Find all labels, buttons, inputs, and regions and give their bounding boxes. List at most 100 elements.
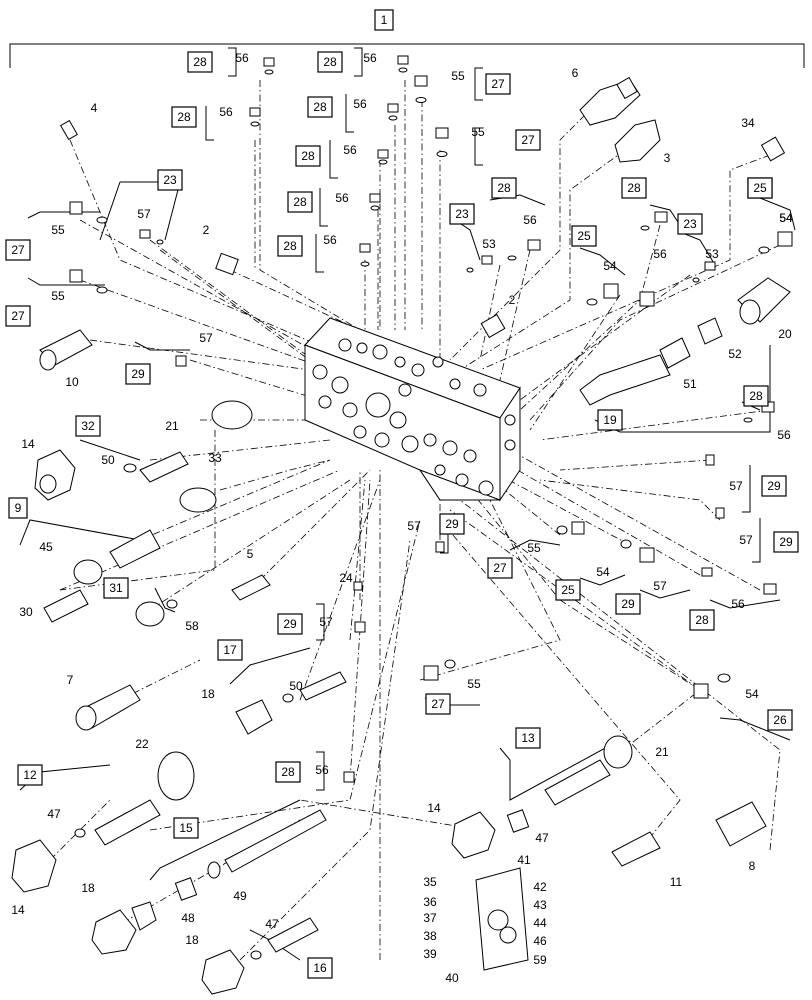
callout-number: 18 xyxy=(201,687,215,701)
callout-p32: 32 xyxy=(75,415,101,437)
callout-number: 14 xyxy=(427,801,441,815)
callout-p40: 40 xyxy=(445,971,459,985)
plate-33 xyxy=(179,487,217,513)
callout-p21b: 21 xyxy=(655,745,669,759)
callout-p2a: 2 xyxy=(203,223,210,237)
fitting-53-b xyxy=(692,261,716,283)
callout-p12: 12 xyxy=(17,764,43,786)
callout-p22: 22 xyxy=(135,737,149,751)
callout-number: 56 xyxy=(523,213,537,227)
coil-14-c xyxy=(11,839,57,893)
callout-number: 51 xyxy=(683,377,697,391)
callout-number: 55 xyxy=(471,125,485,139)
callout-p47c: 47 xyxy=(265,917,279,931)
plate-21 xyxy=(211,400,253,430)
callout-p47b: 47 xyxy=(535,831,549,845)
callout-box xyxy=(621,177,647,199)
callout-number: 45 xyxy=(39,540,53,554)
callout-p17: 17 xyxy=(217,639,243,661)
callout-number: 56 xyxy=(219,105,233,119)
callout-number: 55 xyxy=(51,223,65,237)
valve-manifold-block xyxy=(304,317,521,502)
callout-p53b: 53 xyxy=(705,247,719,261)
callout-p28f: 28 xyxy=(287,191,313,213)
callout-number: 57 xyxy=(739,533,753,547)
callout-p8: 8 xyxy=(749,859,756,873)
callout-number: 47 xyxy=(265,917,279,931)
callout-number: 34 xyxy=(741,116,755,130)
callout-p16: 16 xyxy=(307,957,333,979)
callout-p4: 4 xyxy=(91,101,98,115)
callout-number: 47 xyxy=(535,831,549,845)
callout-number: 46 xyxy=(533,934,547,948)
callout-p30: 30 xyxy=(19,605,33,619)
nut-52 xyxy=(697,317,723,345)
callout-p29d: 29 xyxy=(439,513,465,535)
callout-p45: 45 xyxy=(39,540,53,554)
callout-p25c: 25 xyxy=(747,177,773,199)
callout-p41: 41 xyxy=(517,853,531,867)
callout-p57a: 57 xyxy=(137,207,151,221)
callout-number: 59 xyxy=(533,953,547,967)
callout-number: 27 xyxy=(11,309,25,323)
callout-p24: 24 xyxy=(339,571,353,585)
callout-p27b: 27 xyxy=(515,129,541,151)
callout-p54a: 54 xyxy=(603,259,617,273)
plug-54-d xyxy=(620,539,655,563)
callout-number: 36 xyxy=(423,895,437,909)
callout-p25a: 25 xyxy=(571,225,597,247)
callout-number: 54 xyxy=(596,565,610,579)
callout-number: 15 xyxy=(179,821,193,835)
coil-14-a xyxy=(34,449,76,501)
callout-number: 21 xyxy=(165,419,179,433)
callout-number: 48 xyxy=(181,911,195,925)
callout-p52: 52 xyxy=(728,347,742,361)
callout-box xyxy=(571,225,597,247)
callout-p28i: 28 xyxy=(621,177,647,199)
callout-number: 27 xyxy=(493,561,507,575)
coil-18-b xyxy=(91,901,157,955)
callout-box xyxy=(275,761,301,783)
callout-number: 28 xyxy=(313,100,327,114)
callout-number: 27 xyxy=(431,697,445,711)
callout-number: 14 xyxy=(11,903,25,917)
callout-p56e: 56 xyxy=(343,143,357,157)
valve-15 xyxy=(224,809,327,873)
callout-number: 55 xyxy=(451,69,465,83)
callout-number: 29 xyxy=(445,517,459,531)
callout-number: 27 xyxy=(491,77,505,91)
callout-number: 32 xyxy=(81,419,95,433)
callout-box xyxy=(125,363,151,385)
callout-number: 22 xyxy=(135,737,149,751)
callout-p28j: 28 xyxy=(743,385,769,407)
callout-number: 54 xyxy=(779,211,793,225)
callout-box xyxy=(689,609,715,631)
callout-number: 28 xyxy=(193,55,207,69)
callout-p6: 6 xyxy=(572,66,579,80)
callout-p50a: 50 xyxy=(101,453,115,467)
callout-p28k: 28 xyxy=(689,609,715,631)
callout-box xyxy=(485,73,511,95)
callout-number: 29 xyxy=(767,479,781,493)
callout-p51: 51 xyxy=(683,377,697,391)
ring-47-a xyxy=(74,828,86,838)
callout-p56d: 56 xyxy=(353,97,367,111)
callout-p23a: 23 xyxy=(157,169,183,191)
callout-number: 18 xyxy=(185,933,199,947)
callout-box xyxy=(295,145,321,167)
callout-p59: 59 xyxy=(533,953,547,967)
callout-p18c: 18 xyxy=(185,933,199,947)
plug-56-h xyxy=(507,239,541,261)
callout-p20: 20 xyxy=(778,327,792,341)
callout-number: 55 xyxy=(467,677,481,691)
valve-17 xyxy=(299,671,347,701)
callout-number: 29 xyxy=(779,535,793,549)
callout-number: 56 xyxy=(335,191,349,205)
callout-box xyxy=(217,639,243,661)
plug-56-i xyxy=(640,211,668,231)
callout-p55a: 55 xyxy=(451,69,465,83)
callout-number: 49 xyxy=(233,889,247,903)
callout-box xyxy=(17,764,43,786)
plug-55-b xyxy=(435,127,449,157)
fitting-24 xyxy=(353,581,363,591)
